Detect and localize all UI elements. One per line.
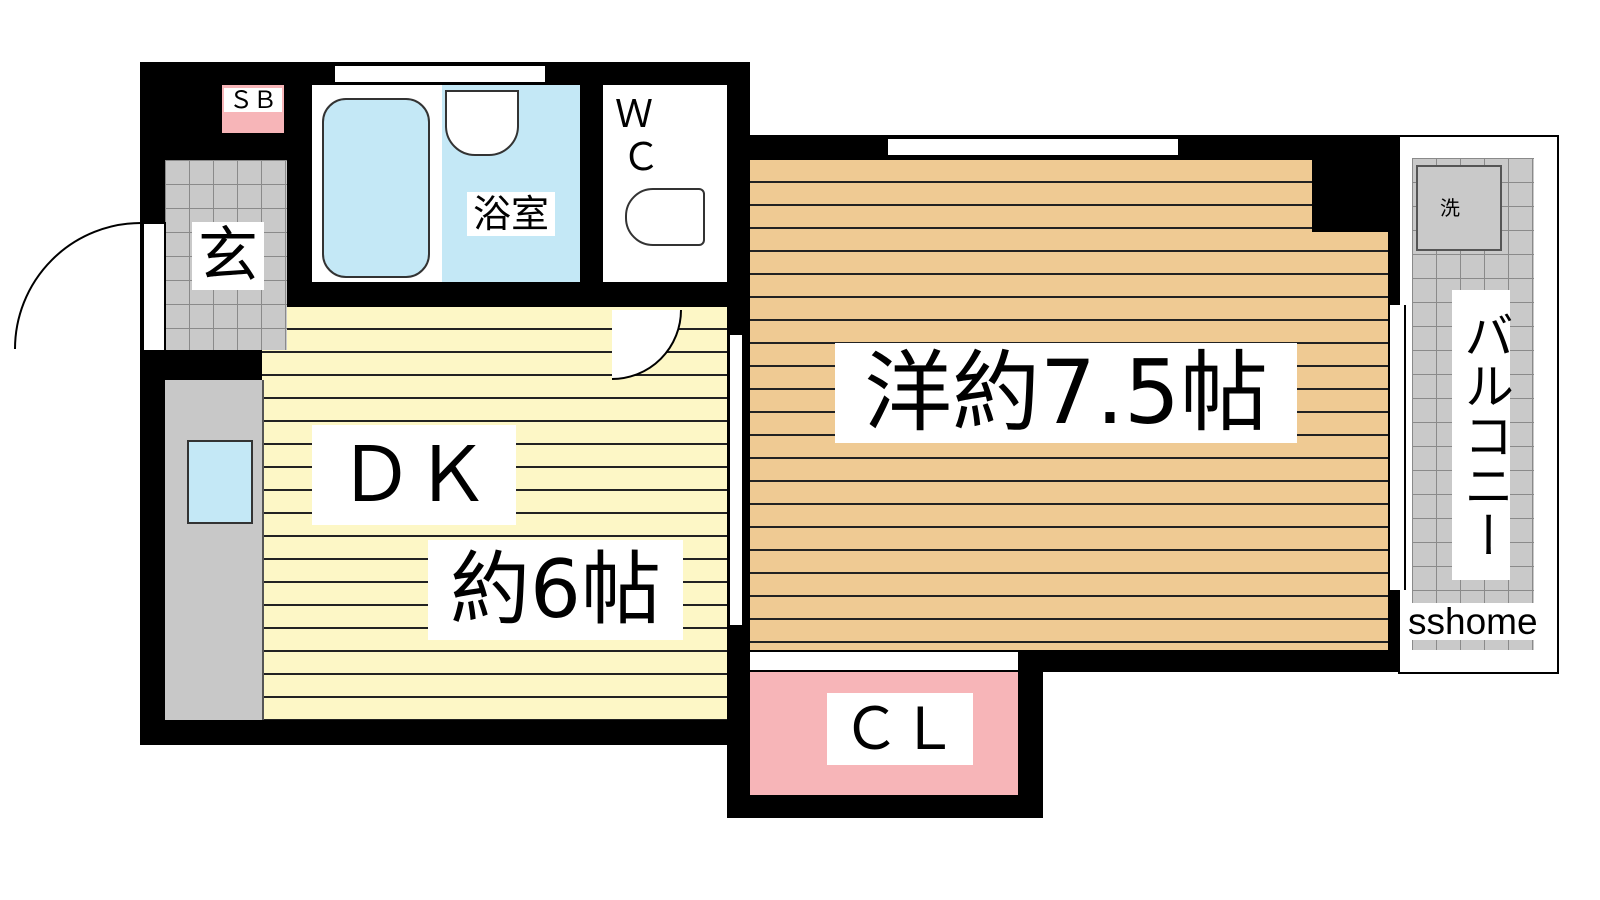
bathtub xyxy=(322,98,430,278)
dk-name-label: ＤＫ xyxy=(312,425,516,525)
wc-label-w: Ｗ xyxy=(615,92,654,136)
kitchen-sink xyxy=(187,440,253,524)
washer-space xyxy=(1416,165,1502,251)
wash-basin xyxy=(445,90,519,156)
window-western xyxy=(888,137,1178,157)
closet-doors xyxy=(750,650,1018,672)
toilet xyxy=(625,188,705,246)
watermark: sshome xyxy=(1408,601,1538,642)
closet-label: ＣＬ xyxy=(827,693,973,765)
washer-label: 洗 xyxy=(1440,196,1460,220)
window-balcony xyxy=(1388,305,1406,590)
window-bath xyxy=(335,64,545,84)
dk-size-label: 約6帖 xyxy=(428,540,683,640)
entry-door xyxy=(142,222,166,352)
bathroom-label: 浴室 xyxy=(467,192,555,236)
balcony-label: バルコニー xyxy=(1452,290,1514,580)
pillar xyxy=(1312,158,1390,232)
entrance-label: 玄 xyxy=(192,222,264,290)
sliding-door xyxy=(728,335,744,625)
kitchen-counter xyxy=(165,380,264,720)
western-room-label: 洋約7.5帖 xyxy=(835,343,1297,443)
shoe-box-label: ＳＢ xyxy=(224,88,282,112)
wc-label-c: Ｃ xyxy=(622,135,661,179)
